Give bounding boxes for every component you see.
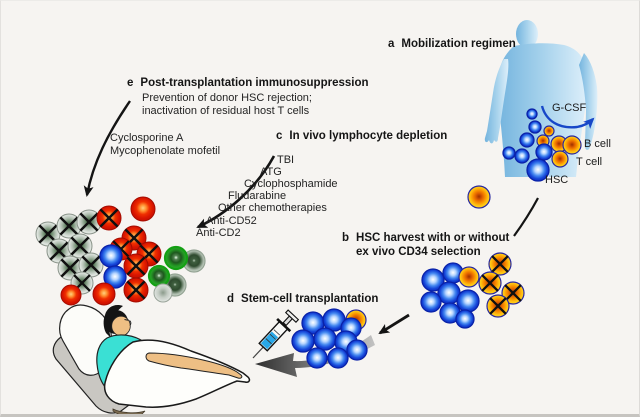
heading-e-title: Post-transplantation immunosuppression [140,77,369,89]
heading-b: b HSC harvest with or without [342,232,509,245]
depletion-x-icon [99,208,119,228]
depletion-x-icon [79,212,99,232]
depletion-x-icon [38,224,58,244]
cell-blue [346,339,368,361]
cell-green [163,245,189,271]
depletion-x-icon [481,274,499,292]
label-t-cell: T cell [576,156,603,168]
cell-blue [535,143,553,161]
e-drug-1: Cyclosporine A [110,132,184,144]
cell-red [60,284,82,306]
cell-red [130,196,156,222]
cell-blue [514,148,530,164]
c-item-anti-cd2: Anti-CD2 [196,227,241,239]
heading-c-title: In vivo lymphocyte depletion [289,130,448,142]
a-to-b-line [513,197,539,237]
heading-e-prefix: e [127,77,134,89]
cells-graft [291,308,368,369]
cell-orange [562,135,582,155]
heading-a-title: Mobilization regimen [401,38,516,50]
cell-red [92,282,116,306]
cell-blue [291,329,315,353]
heading-d-title: Stem-cell transplantation [241,293,379,305]
cells-mobilization [502,108,582,182]
cell-blue [420,291,442,313]
c-item-atg: ATG [260,166,282,178]
cell-blue [502,146,516,160]
patient-face [111,315,131,337]
heading-b-line1: HSC harvest with or without [356,232,510,244]
cell-orange [543,125,555,137]
gcsf-arrow [540,105,595,129]
cell-blue [327,347,349,369]
cells-harvest [420,252,525,329]
transfusion-arrow [255,335,375,377]
cell-blue [455,309,475,329]
cell-blue [456,289,480,313]
depletion-x-icon [491,255,509,273]
cell-blue [306,347,328,369]
label-b-cell: B cell [584,138,611,150]
patient-arm [145,352,243,379]
depletion-x-icon [59,216,79,236]
cell-orange [467,185,491,209]
e-drug-2: Mycophenolate mofetil [110,145,221,157]
cells-lone-hsc [467,185,491,209]
heading-c-prefix: c [276,130,283,142]
cell-blue [421,268,445,292]
cell-blue [528,120,542,134]
c-depletion-arrow [196,155,276,229]
e-subtitle-line1: Prevention of donor HSC rejection; [142,92,312,104]
depletion-x-icon [504,284,522,302]
bed-base [112,408,146,414]
heading-e: e Post-transplantation immunosuppression [127,77,369,90]
cell-orange [458,266,480,288]
heading-a-prefix: a [388,38,395,50]
e-subtitle-line2: inactivation of residual host T cells [142,105,310,117]
depletion-x-icon [70,236,90,256]
syringe-icon [252,309,300,359]
harvest-to-graft-arrow [378,313,410,335]
cell-blue [103,265,127,289]
depletion-x-icon [126,256,146,276]
c-item-anti-cd52: Anti-CD52 [206,215,257,227]
cells-layer [35,108,582,369]
cell-blue [526,108,538,120]
cells-post-transplant [35,196,206,306]
cell-gray [153,283,173,303]
depletion-x-icon [81,255,101,275]
label-gcsf: G-CSF [552,102,587,114]
heading-c: c In vivo lymphocyte depletion [276,130,447,143]
depletion-x-icon [126,280,146,300]
heading-a: a Mobilization regimen [388,38,516,51]
cell-blue [519,132,535,148]
c-item-tbi: TBI [277,154,295,166]
heading-b-line2: ex vivo CD34 selection [356,246,481,258]
heading-d-prefix: d [227,293,235,305]
patient-figure [52,304,251,414]
cell-green [147,264,171,288]
blanket [103,339,251,408]
cell-blue [526,158,550,182]
cell-orange [551,150,569,168]
depletion-x-icon [60,258,80,278]
heading-b-prefix: b [342,232,350,244]
e-immunosuppression-arrow [83,100,131,197]
c-item-cyclophosphamide: Cyclophosphamide [244,178,338,190]
depletion-x-icon [489,297,507,315]
heading-d: d Stem-cell transplantation [227,293,378,306]
cell-blue [313,327,337,351]
cell-blue [99,244,123,268]
c-item-other-chemotherapies: Other chemotherapies [218,202,327,214]
depletion-x-icon [49,241,69,261]
label-hsc: HSC [545,174,569,186]
c-item-fludarabine: Fludarabine [228,190,287,202]
